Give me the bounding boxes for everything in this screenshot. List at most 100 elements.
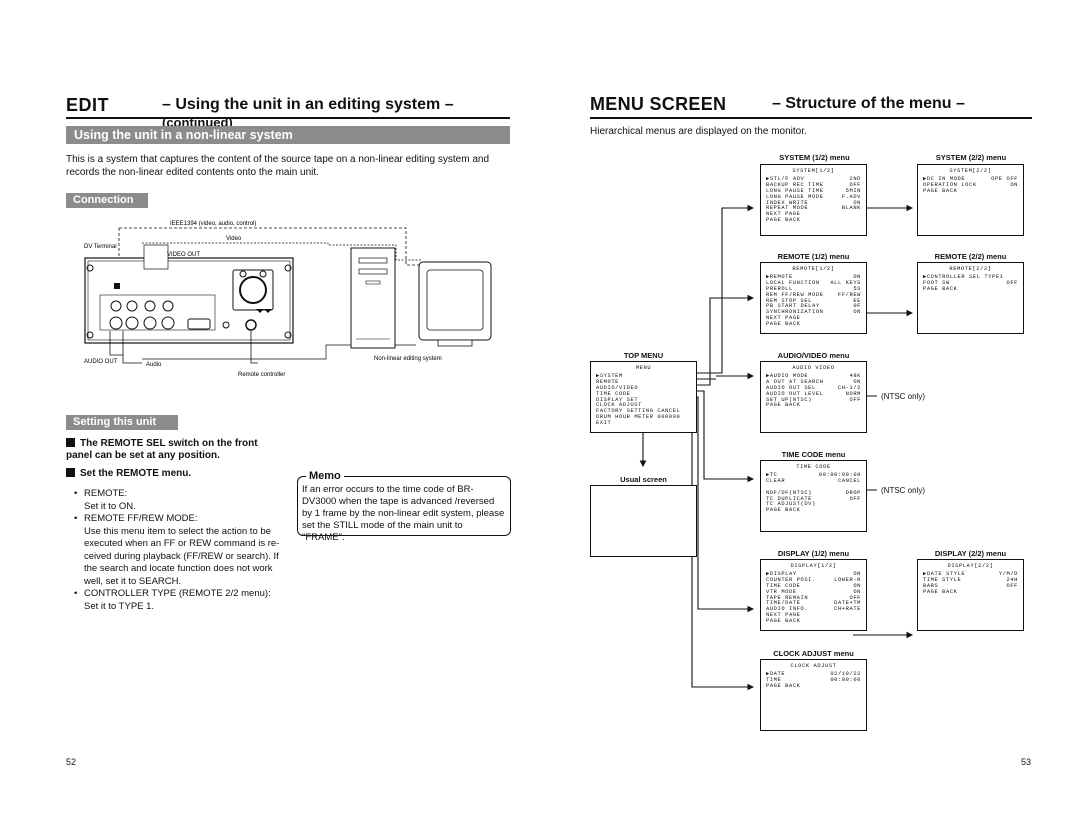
- nle-label: Non-linear editing system: [374, 356, 442, 362]
- menu-item-value: OFF: [849, 181, 861, 188]
- menu-item-label: CLEAR: [766, 477, 786, 484]
- right-page-heading: MENU SCREEN – Structure of the menu –: [590, 94, 1032, 119]
- menu-item-label: REM FF/REW MODE: [766, 291, 824, 298]
- menu-item-label: TIME: [766, 676, 782, 683]
- menu-item-label: LONG PAUSE TIME: [766, 187, 824, 194]
- menu-item-label: BARS: [923, 582, 939, 589]
- menu-item-value: Y/M/D: [998, 570, 1018, 577]
- menu-header: TIME CODE: [796, 464, 831, 470]
- menu-item: EXIT: [596, 420, 691, 427]
- left-title-text: – Using the unit in an editing system –: [162, 96, 454, 113]
- audio-video-label: AUDIO/VIDEO menu: [777, 351, 850, 360]
- menu-header: SYSTEM[1/2]: [792, 168, 835, 174]
- menu-item-label: ▶STL/F ADV: [766, 175, 805, 182]
- menu-item-value: ON: [853, 273, 861, 280]
- menu-item-label: TAPE REMAIN: [766, 594, 809, 601]
- menu-item-label: NDF/DF(NTSC): [766, 489, 813, 496]
- menu-item: NEXT PAGE: [766, 315, 861, 322]
- menu-item: PAGE BACK: [766, 403, 861, 409]
- menu-item: TIME CODE: [596, 391, 691, 398]
- menu-item-label: TC ADJUST(DV): [766, 501, 816, 508]
- menu-item-label: PAGE BACK: [766, 618, 801, 625]
- menu-item-value: 02/10/22: [830, 670, 861, 677]
- menu-item-label: NEXT PAGE: [766, 315, 801, 322]
- edit-label: EDIT: [66, 95, 110, 115]
- list-item-body: Use this menu item to select the action …: [84, 525, 280, 587]
- ieee-label: IEEE1394 (video, audio, control): [170, 221, 256, 227]
- system1-label: SYSTEM (1/2) menu: [779, 153, 850, 162]
- menu-item: ▶REMOTE ON: [766, 273, 861, 281]
- menu-item: PAGE BACK: [923, 188, 1018, 195]
- menu-item-label: DRUM HOUR METER 000000: [596, 414, 681, 421]
- menu-item: PB START DELAY 0F: [766, 304, 861, 310]
- menu-item: DISPLAY SET: [596, 397, 691, 404]
- system2-label: SYSTEM (2/2) menu: [935, 153, 1007, 162]
- menu-item: CLOCK ADJUST: [596, 403, 691, 409]
- menu-item-label: OPERATION LOCK: [923, 181, 977, 188]
- memo-title: Memo: [306, 470, 344, 482]
- menu-item-value: ALL KEYS: [830, 279, 861, 286]
- menu-screen-title: MENU SCREEN: [590, 94, 727, 114]
- menu-item: PAGE BACK: [766, 683, 861, 690]
- list-item-body: Set it to ON.: [84, 500, 136, 512]
- menu-item-label: TIME CODE: [766, 582, 801, 589]
- menu-item: PAGE BACK: [923, 588, 1018, 596]
- audio-label: Audio: [146, 362, 162, 368]
- menu-item-value: OFF: [849, 396, 861, 403]
- menu-item-value: ON: [853, 570, 861, 577]
- set-remote-text: Set the REMOTE menu.: [80, 468, 192, 479]
- set-remote-heading: Set the REMOTE menu.: [66, 468, 191, 479]
- menu-item-value: NORM: [845, 390, 861, 397]
- menu-item-value: EE: [853, 297, 861, 304]
- menu-item-value: LOWER-R: [834, 576, 861, 583]
- usual-screen-label: Usual screen: [620, 475, 667, 484]
- menu-item: AUDIO INFO.CH+RATE: [766, 606, 861, 613]
- menu-item-value: ON: [853, 199, 861, 206]
- menu-item-label: EXIT: [596, 420, 612, 427]
- menu-item-label: ▶CONTROLLER SEL TYPE1: [923, 273, 1004, 280]
- time-code-label: TIME CODE menu: [781, 450, 846, 459]
- menu-item-value: 24H: [1006, 576, 1018, 583]
- menu-item-value: CH-1/2: [837, 384, 861, 391]
- menu-header: CLOCK ADJUST: [790, 663, 837, 669]
- menu-item-label: REPEAT MODE: [766, 205, 809, 212]
- menu-item-label: ▶DATE: [766, 670, 786, 677]
- connection-heading: Connection: [66, 193, 148, 208]
- usual-screen: [590, 485, 697, 557]
- section-heading: Using the unit in a non-linear system: [66, 126, 510, 144]
- menu-item: PAGE BACK: [766, 507, 861, 514]
- menu-item-label: LONG PAUSE MODE: [766, 193, 824, 200]
- menu-item-value: 0F: [853, 303, 861, 310]
- menu-header: DISPLAY[1/2]: [790, 563, 837, 569]
- menu-item-value: 48K: [849, 372, 861, 379]
- menu-item-label: ▶REMOTE: [766, 273, 793, 280]
- menu-item-label: PB START DELAY: [766, 303, 820, 310]
- menu-item: DRUM HOUR METER 000000: [596, 414, 691, 421]
- menu-header: SYSTEM[2/2]: [949, 168, 992, 174]
- connection-diagram: IEEE1394 (video, audio, control) Video D…: [84, 221, 492, 378]
- audio-out-label: AUDIO OUT: [84, 359, 118, 365]
- menu-item: SET UP(NTSC)OFF: [766, 396, 861, 404]
- ntsc-only-note: (NTSC only): [881, 392, 926, 401]
- menu-item-label: PAGE BACK: [923, 588, 958, 595]
